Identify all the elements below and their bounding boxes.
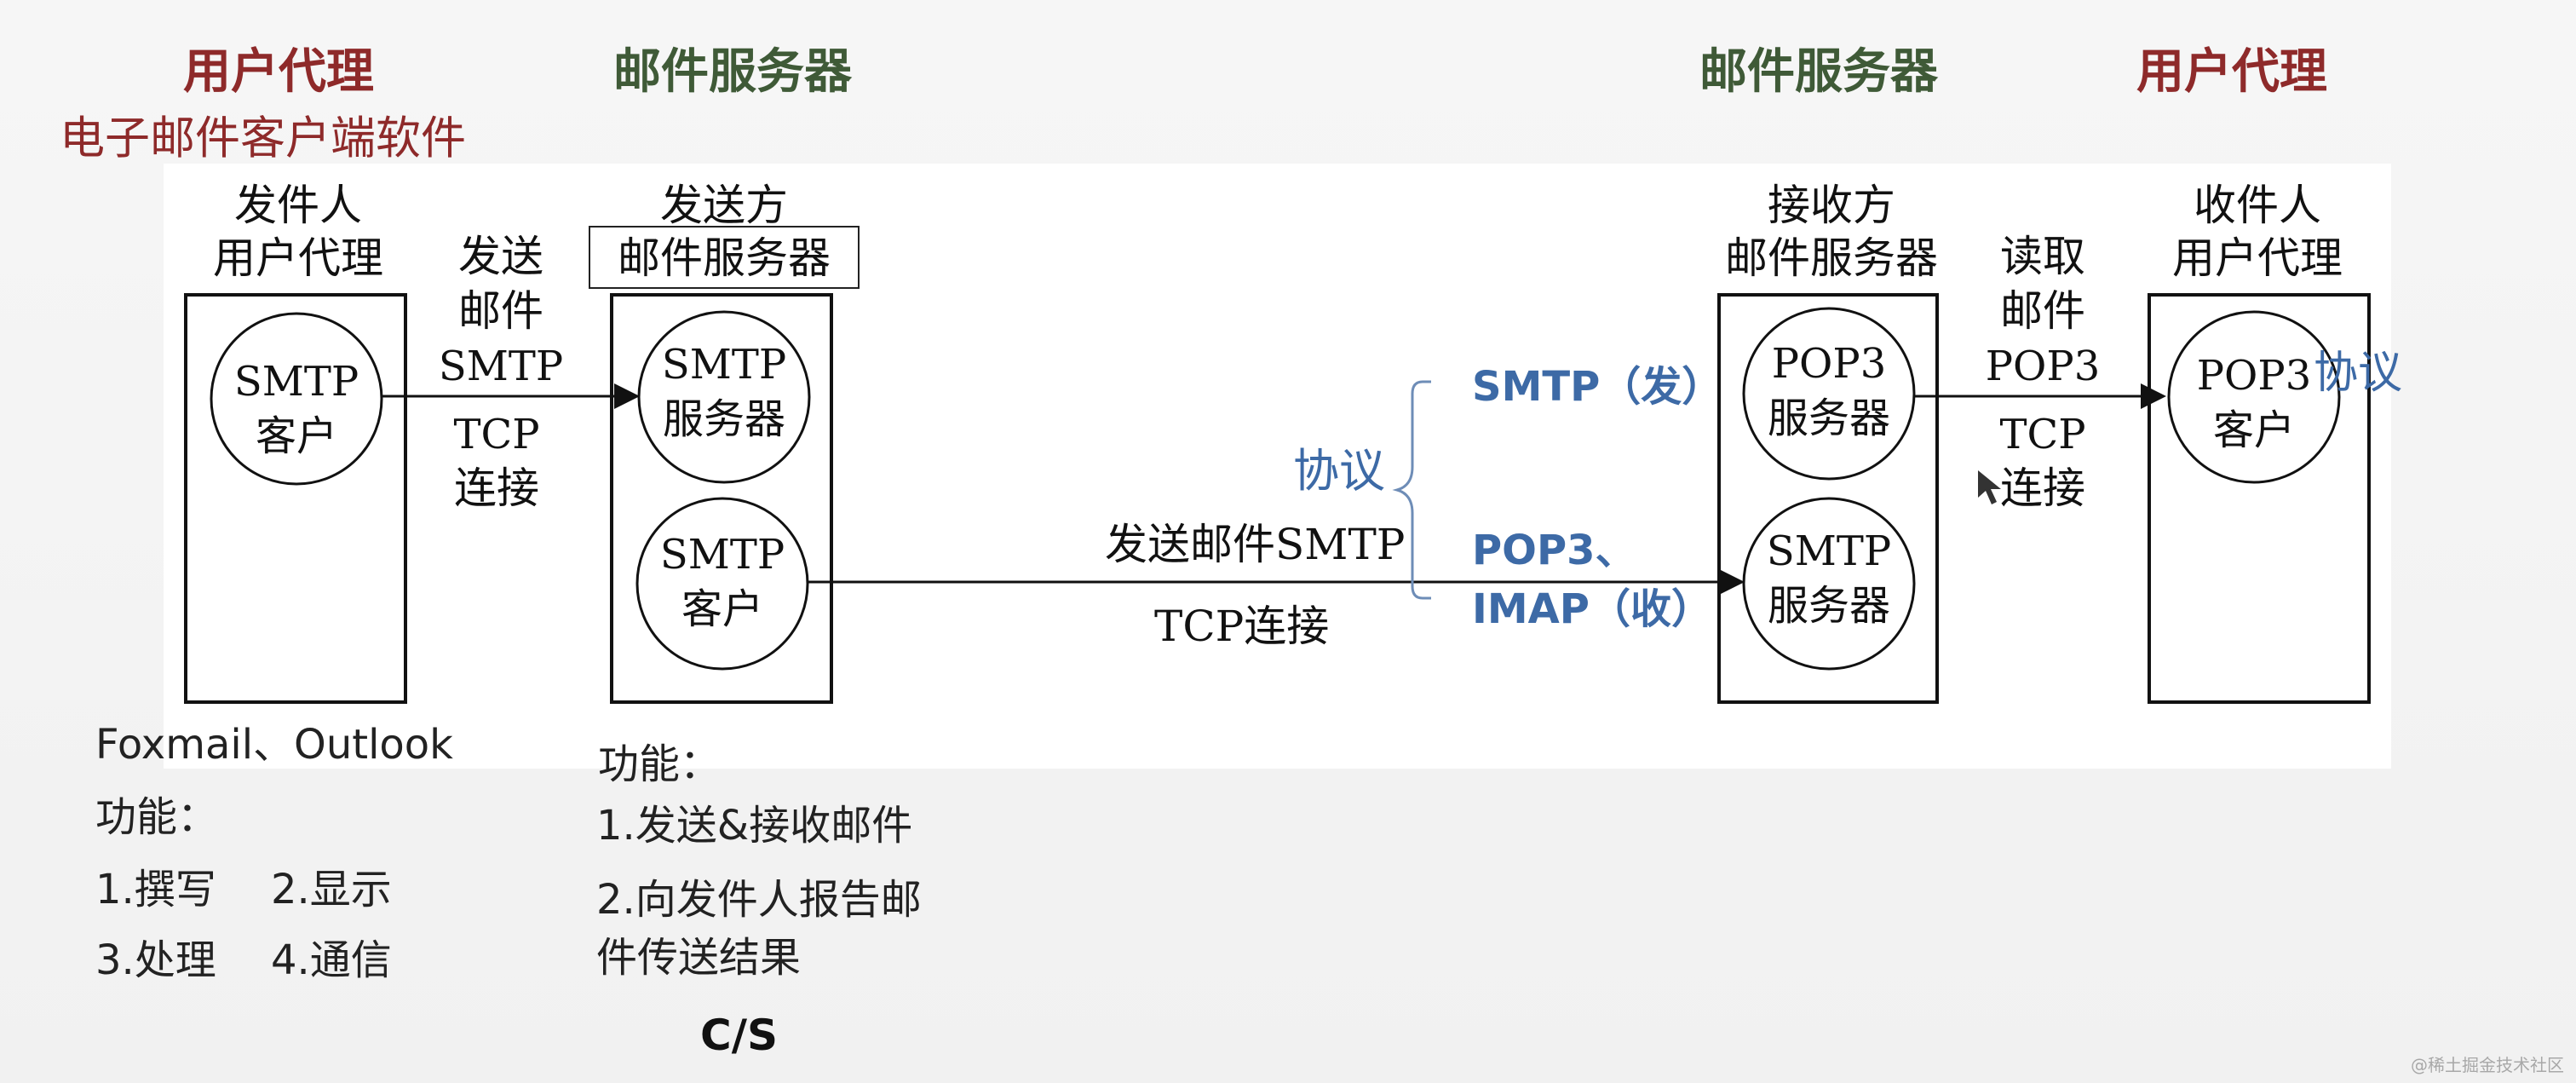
receiver-server-smtp-server-label-1: SMTP xyxy=(1767,527,1891,575)
smtp-send-label: SMTP（发） xyxy=(1472,363,1722,411)
mouse-pointer-icon xyxy=(1978,470,2001,504)
sender-server-smtp-server-label-1: SMTP xyxy=(662,341,786,389)
top-label-user-agent-right: 用户代理 xyxy=(2136,44,2327,100)
right-arrow-label-line1: 读取 xyxy=(2000,232,2085,281)
imap-receive-label: IMAP（收） xyxy=(1472,585,1712,633)
cs-label: C/S xyxy=(700,1011,778,1060)
receiver-server-pop3-server-circle xyxy=(1742,307,1916,481)
sender-server-title-line1: 发送方 xyxy=(660,181,788,230)
receiver-server-pop3-server-label-2: 服务器 xyxy=(1768,395,1890,442)
left-arrow-label-line3: SMTP xyxy=(439,343,563,390)
protocol-label-middle: 协议 xyxy=(1293,444,1385,498)
sender-ua-box xyxy=(184,293,407,704)
left-arrow-tcp-line1: TCP xyxy=(453,411,539,458)
sender-server-title-box xyxy=(589,226,860,289)
sender-server-box xyxy=(610,293,833,704)
receiver-server-title-line2: 邮件服务器 xyxy=(1725,233,1938,283)
middle-notes-item2-line1: 2.向发件人报告邮 xyxy=(596,876,922,924)
left-notes-row2-item1: 3.处理 xyxy=(95,936,216,984)
left-notes-clients: Foxmail、Outlook xyxy=(95,721,453,769)
top-label-mail-server-right: 邮件服务器 xyxy=(1699,44,1939,100)
right-arrow-label-line3: POP3 xyxy=(1986,343,2100,390)
top-label-mail-server-left: 邮件服务器 xyxy=(613,44,853,100)
top-label-user-agent-left: 用户代理 xyxy=(183,44,374,100)
watermark-text: @稀土掘金技术社区 xyxy=(2411,1055,2564,1075)
left-arrow-tcp-line2: 连接 xyxy=(454,464,539,513)
sender-server-smtp-client-label-1: SMTP xyxy=(660,531,785,579)
diagram-panel xyxy=(164,164,2391,769)
sender-smtp-client-circle xyxy=(210,312,383,486)
right-arrow-tcp-line1: TCP xyxy=(1999,411,2085,458)
pop3-label: POP3、 xyxy=(1472,527,1636,574)
middle-notes-item1: 1.发送&接收邮件 xyxy=(596,802,912,850)
receiver-pop3-client-label-2: 客户 xyxy=(2213,406,2295,454)
left-arrow-label-line1: 发送 xyxy=(458,232,543,281)
receiver-server-smtp-server-label-2: 服务器 xyxy=(1768,582,1890,630)
sender-server-smtp-client-circle xyxy=(635,497,809,671)
receiver-ua-box xyxy=(2148,293,2371,704)
top-label-email-client-software: 电子邮件客户端软件 xyxy=(60,112,466,164)
receiver-server-title-line1: 接收方 xyxy=(1768,181,1895,230)
sender-server-title-line2: 邮件服务器 xyxy=(618,233,831,283)
right-arrow-label-line2: 邮件 xyxy=(2000,286,2085,336)
sender-server-smtp-server-label-2: 服务器 xyxy=(663,395,785,443)
middle-arrow-label-tcp: TCP连接 xyxy=(1154,602,1329,651)
sender-smtp-client-label-2: 客户 xyxy=(256,412,337,460)
protocol-brace xyxy=(1392,380,1431,600)
middle-arrow-label-send: 发送邮件SMTP xyxy=(1105,520,1405,569)
receiver-server-pop3-server-label-1: POP3 xyxy=(1772,340,1886,388)
sender-server-smtp-client-label-2: 客户 xyxy=(681,585,763,633)
sender-ua-title-line1: 发件人 xyxy=(234,181,362,230)
left-notes-row2-item2: 4.通信 xyxy=(271,936,392,984)
receiver-pop3-client-circle xyxy=(2167,310,2341,484)
sender-ua-title-line2: 用户代理 xyxy=(213,233,383,283)
middle-notes-function-title: 功能： xyxy=(598,740,721,788)
left-notes-function-title: 功能： xyxy=(95,793,218,841)
receiver-server-box xyxy=(1717,293,1939,704)
right-arrow-tcp-line2: 连接 xyxy=(2000,464,2085,513)
receiver-ua-title-line1: 收件人 xyxy=(2194,181,2321,230)
sender-smtp-client-label-1: SMTP xyxy=(234,358,359,406)
receiver-pop3-client-label-1: POP3 xyxy=(2197,352,2311,400)
left-arrow-label-line2: 邮件 xyxy=(458,286,543,336)
left-notes-row1-item2: 2.显示 xyxy=(271,866,392,913)
middle-notes-item2-line2: 件传送结果 xyxy=(596,934,801,982)
protocol-label-right: 协议 xyxy=(2314,348,2402,399)
left-notes-row1-item1: 1.撰写 xyxy=(95,866,216,913)
receiver-ua-title-line2: 用户代理 xyxy=(2172,233,2343,283)
